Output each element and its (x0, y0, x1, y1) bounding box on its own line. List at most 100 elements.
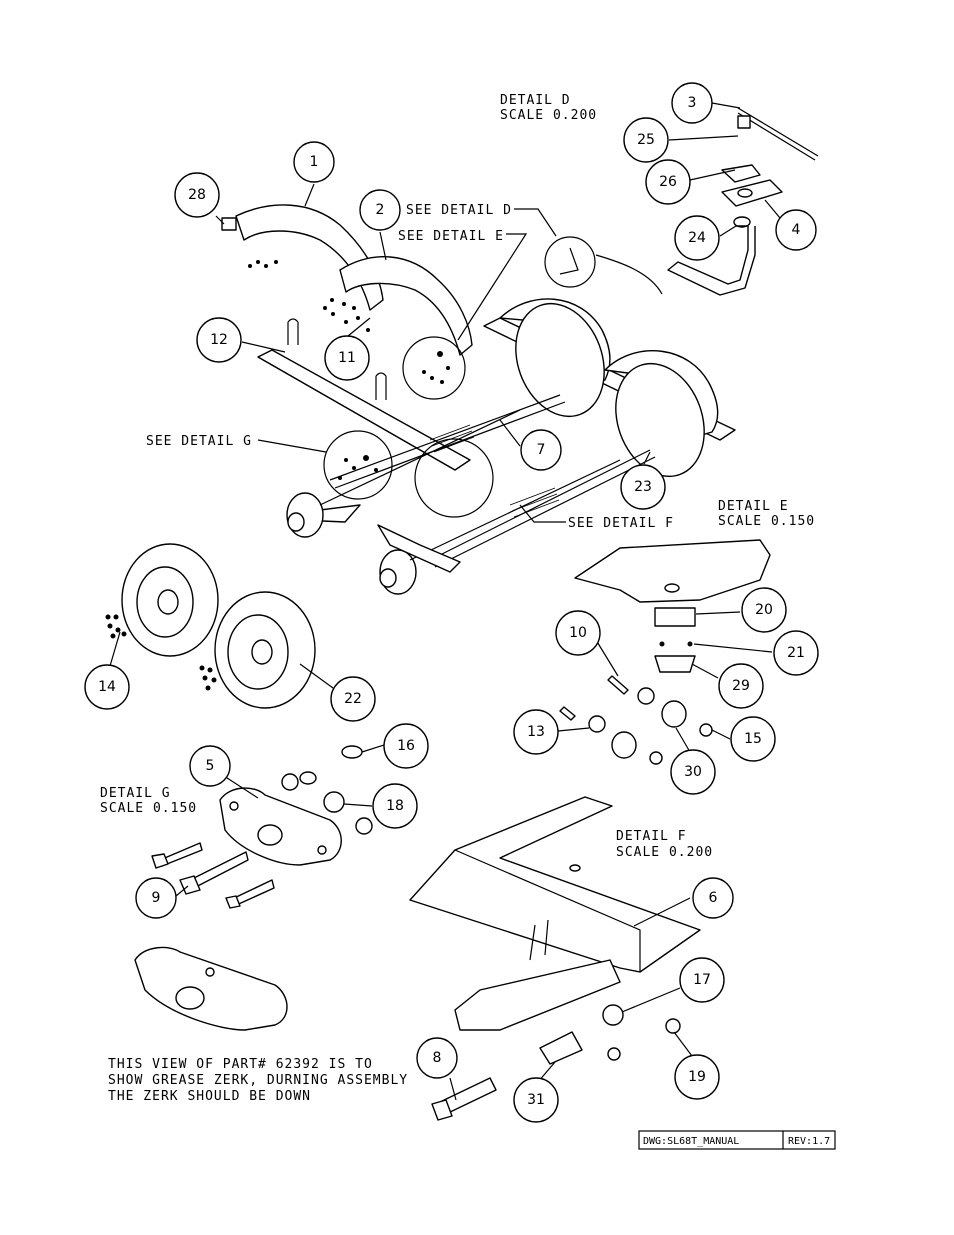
leader-20 (695, 611, 741, 615)
wire-lead (595, 254, 663, 295)
leader-21 (693, 643, 773, 653)
balloon-2: 2 (359, 189, 401, 231)
balloon-12: 12 (196, 317, 242, 363)
fender-group (221, 204, 473, 356)
leader-16 (361, 744, 385, 753)
leader-6 (633, 897, 691, 927)
leader-15 (711, 729, 731, 740)
balloon-26: 26 (645, 159, 691, 205)
detail-e-group: DETAIL E SCALE 0.150 (559, 499, 815, 765)
svg-text:11: 11 (338, 350, 356, 366)
bushing-31 (539, 1031, 583, 1065)
balloon-10: 10 (555, 610, 601, 656)
see-detail-f: SEE DETAIL F (568, 516, 674, 531)
frame-rail-right (429, 449, 651, 561)
balloon-22: 22 (330, 676, 376, 722)
leader-9 (175, 885, 189, 897)
axle-tube-2 (409, 459, 621, 561)
detail-g-scale: SCALE 0.150 (100, 801, 197, 816)
clip-part (721, 164, 761, 183)
balloon-24: 24 (674, 215, 720, 261)
balloon-20: 20 (741, 587, 787, 633)
housing-hole (664, 583, 680, 593)
balloon-8: 8 (416, 1037, 458, 1079)
leader-26 (689, 169, 736, 181)
axle-group (286, 409, 621, 595)
svg-text:23: 23 (634, 479, 652, 495)
leader-17 (621, 987, 681, 1013)
title-block: DWG:SL68T_MANUAL REV:1.7 (638, 1130, 836, 1150)
spring-hanger-plate (219, 787, 342, 866)
screw-21b (687, 641, 693, 647)
detail-d-circle (544, 236, 596, 288)
see-detail-e: SEE DETAIL E (398, 229, 504, 244)
balloon-19: 19 (674, 1054, 720, 1100)
see-detail-d: SEE DETAIL D (406, 203, 512, 218)
screw-21a (659, 641, 665, 647)
svg-text:5: 5 (206, 758, 215, 774)
detail-e-title: DETAIL E (718, 499, 789, 514)
svg-text:19: 19 (688, 1069, 706, 1085)
svg-text:9: 9 (152, 890, 161, 906)
detail-g-circle (323, 430, 393, 500)
leader-28 (215, 215, 225, 225)
leader-24 (719, 225, 737, 237)
leader-see-f (519, 504, 566, 523)
svg-text:2: 2 (376, 202, 385, 218)
hub-right-cap (379, 568, 397, 588)
nut-19b (607, 1047, 621, 1061)
light-lens (654, 655, 696, 673)
balloon-3: 3 (671, 82, 713, 124)
mounting-bracket-6 (409, 796, 701, 973)
clamp-part (737, 115, 751, 129)
leader-2 (379, 231, 387, 261)
balloon-1: 1 (293, 141, 335, 183)
balloon-5: 5 (189, 745, 231, 787)
washer-13 (588, 715, 606, 733)
bracket-web (529, 919, 549, 961)
plate-hole-2 (317, 845, 327, 855)
leader-3 (711, 102, 741, 109)
washer-16 (341, 745, 363, 759)
u-bolt-12 (287, 318, 299, 345)
leader-see-d (514, 208, 557, 237)
svg-text:12: 12 (210, 332, 228, 348)
balloon-15: 15 (730, 716, 776, 762)
bracket-hole (569, 864, 581, 872)
wheel-22-hub (251, 639, 273, 665)
balloon-21: 21 (773, 630, 819, 676)
leader-10 (595, 639, 619, 677)
balloon-16: 16 (383, 723, 429, 769)
leader-25 (668, 135, 739, 141)
nut-15 (699, 723, 713, 737)
leader-23 (643, 451, 651, 465)
nut-18a (281, 773, 299, 791)
balloon-25: 25 (623, 117, 669, 163)
rear-tire-right (615, 362, 705, 478)
balloon-13: 13 (513, 709, 559, 755)
detail-f-circle (414, 438, 494, 518)
leader-22 (299, 663, 334, 689)
svg-text:28: 28 (188, 187, 206, 203)
svg-text:7: 7 (537, 442, 546, 458)
note-line-3: THE ZERK SHOULD BE DOWN (108, 1089, 311, 1104)
svg-text:15: 15 (744, 731, 762, 747)
fender-mount-detail-circle (402, 336, 466, 400)
detail-d-wire (559, 247, 579, 275)
balloon-group: 3 25 26 4 24 1 2 28 12 11 7 23 14 22 10 … (84, 82, 819, 1123)
svg-text:26: 26 (659, 174, 677, 190)
svg-text:3: 3 (688, 95, 697, 111)
detail-d-title: DETAIL D (500, 93, 571, 108)
svg-text:14: 14 (98, 679, 116, 695)
drawing-number: DWG:SL68T_MANUAL (643, 1136, 739, 1147)
see-detail-callouts: SEE DETAIL D SEE DETAIL E SEE DETAIL G S… (146, 203, 674, 531)
svg-text:29: 29 (732, 678, 750, 694)
knob-part (733, 216, 751, 228)
leader-12 (241, 341, 286, 353)
svg-text:31: 31 (527, 1092, 545, 1108)
cable-part (737, 107, 819, 157)
fender-bracket (221, 217, 237, 231)
detail-e-scale: SCALE 0.150 (718, 514, 815, 529)
bolt-10 (607, 675, 629, 695)
svg-text:8: 8 (433, 1050, 442, 1066)
